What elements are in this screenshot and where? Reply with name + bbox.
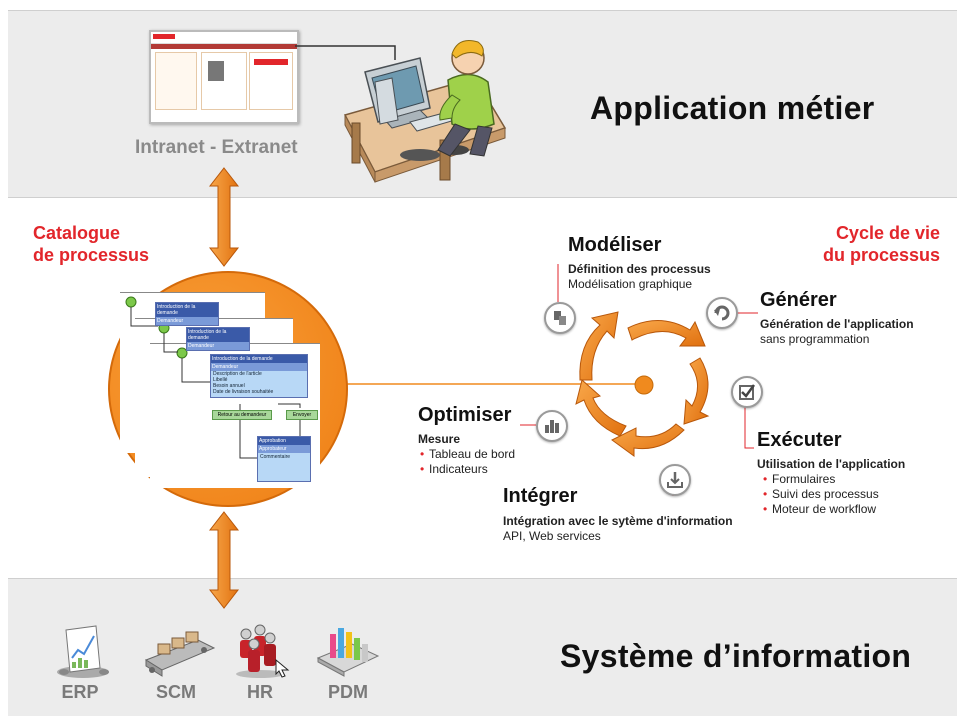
step-optimiser-desc: Mesure Tableau de bord Indicateurs bbox=[418, 432, 515, 477]
model-icon bbox=[544, 302, 576, 334]
step-optimiser-title: Optimiser bbox=[418, 404, 512, 426]
step-modeliser-desc: Définition des processus Modélisation gr… bbox=[568, 262, 711, 291]
step-generer-title: Générer bbox=[760, 289, 837, 311]
step-generer-desc: Génération de l'application sans program… bbox=[760, 317, 914, 346]
step-executer-title: Exécuter bbox=[757, 429, 842, 451]
ring-arrow-3 bbox=[683, 357, 710, 425]
arrow-up-down-top bbox=[208, 167, 240, 267]
scm-label: SCM bbox=[156, 682, 196, 702]
ring-arrow-2 bbox=[627, 319, 706, 347]
ring-arrow-1 bbox=[579, 311, 619, 381]
process-card-2: Introduction de la demande Demandeur bbox=[186, 327, 250, 351]
send-button: Envoyer bbox=[286, 410, 318, 420]
catalogue-title: Catalogue de processus bbox=[33, 223, 150, 265]
arrow-up-down-bottom bbox=[208, 511, 240, 609]
web-app-screenshot bbox=[149, 30, 299, 124]
generate-icon bbox=[706, 297, 738, 329]
step-integrer-desc: Intégration avec le sytème d'information… bbox=[503, 514, 733, 543]
cycle-title: Cycle de vie du processus bbox=[822, 223, 940, 265]
information-system-title: Système d’information bbox=[560, 638, 912, 674]
process-card-1: Introduction de la demande Demandeur bbox=[155, 302, 219, 326]
cycle-center-dot bbox=[634, 375, 654, 395]
return-to-requester-button: Retour au demandeur bbox=[212, 410, 272, 420]
intranet-extranet-label: Intranet - Extranet bbox=[135, 137, 298, 158]
pdm-label: PDM bbox=[328, 682, 368, 702]
optimize-icon bbox=[536, 410, 568, 442]
erp-icon bbox=[57, 625, 109, 678]
execute-icon bbox=[731, 376, 763, 408]
step-integrer-title: Intégrer bbox=[503, 485, 578, 507]
process-card-4: Approbation Approbateur Commentaire bbox=[257, 436, 311, 482]
step-modeliser-title: Modéliser bbox=[568, 234, 662, 256]
pdm-icon bbox=[316, 628, 380, 677]
hr-label: HR bbox=[247, 682, 273, 702]
ring-arrow-4 bbox=[611, 423, 685, 457]
hr-icon bbox=[236, 624, 290, 678]
application-title: Application métier bbox=[590, 90, 875, 126]
integrate-icon bbox=[659, 464, 691, 496]
erp-label: ERP bbox=[61, 682, 99, 702]
scm-icon bbox=[144, 631, 216, 677]
step-executer-desc: Utilisation de l'application Formulaires… bbox=[757, 457, 905, 517]
process-card-3: Introduction de la demande Demandeur Des… bbox=[210, 354, 308, 398]
ring-arrow-5 bbox=[575, 379, 627, 437]
